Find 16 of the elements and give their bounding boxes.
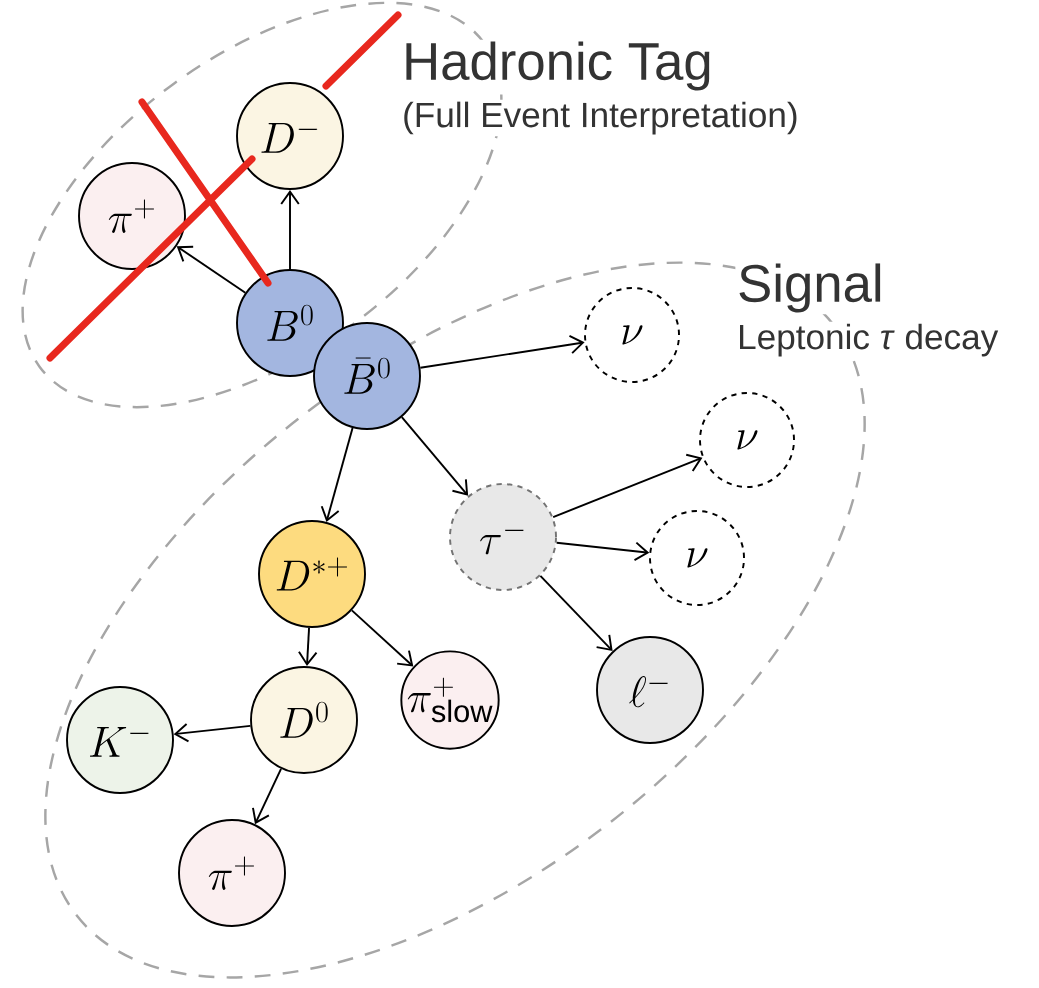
arrow — [173, 722, 252, 743]
arrow — [400, 416, 469, 496]
arrow — [298, 626, 318, 667]
arrow — [280, 189, 300, 270]
group-heading: Signal — [735, 261, 886, 315]
arrow — [419, 334, 585, 369]
arrow — [552, 453, 703, 519]
arrow — [555, 541, 650, 562]
arrow — [539, 574, 613, 652]
arrow — [252, 767, 282, 825]
group-heading: Hadronic Tag — [400, 39, 715, 93]
arrow — [176, 245, 247, 294]
group-subtitle: (Full Event Interpretation) — [400, 99, 801, 137]
arrow — [350, 609, 414, 667]
group-subtitle: Leptonic τ decay — [735, 321, 1000, 359]
arrow — [320, 427, 354, 522]
